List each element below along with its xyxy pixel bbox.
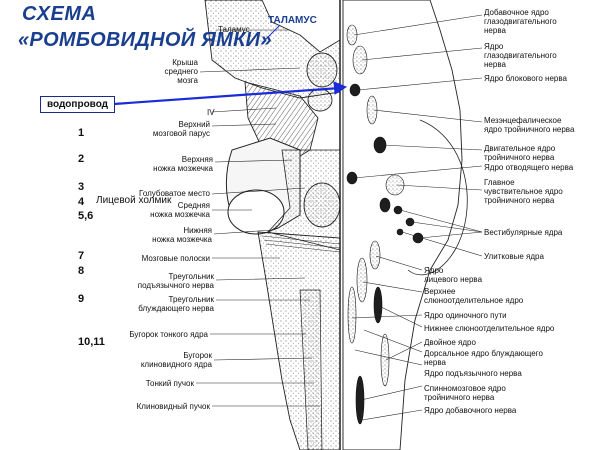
superior-colliculus <box>306 52 338 88</box>
label-solitary: Ядро одиночного пути <box>424 311 507 320</box>
marker-number: 5,6 <box>78 210 94 222</box>
marker-number: 7 <box>78 250 85 262</box>
facial-colliculus-label: Лицевой холмик <box>96 195 172 206</box>
gracile-fasciculus <box>299 289 323 450</box>
left-pointer-lines <box>196 29 320 407</box>
inferior-colliculus <box>307 88 333 112</box>
aqueduct-label-box: водопровод <box>40 96 115 113</box>
label-accessory: Ядро добавочного нерва <box>424 406 517 415</box>
marker-number: 3 <box>78 181 85 193</box>
thalamus-pointer <box>261 24 281 44</box>
label-vestibular: Вестибулярные ядра <box>484 228 563 237</box>
marker-number: 1 <box>78 127 85 139</box>
label-thalamus-inner: Таламус <box>218 25 250 34</box>
title-line-1: СХЕМА <box>22 3 97 25</box>
label-inferior-salivatory: Нижнее слюноотделительное ядро <box>424 324 555 333</box>
striae-medullares <box>261 235 341 253</box>
marker-number: 10,11 <box>78 336 105 348</box>
right-pointer-lines <box>351 14 483 421</box>
right-cerebellar-contour <box>407 119 468 276</box>
label-gracile-tubercle: Бугорок тонкого ядра <box>129 330 208 339</box>
label-locus-coeruleus: Голубоватое место <box>139 189 210 198</box>
label-cochlear: Улитковые ядра <box>484 252 544 261</box>
label-abducens: Ядро отводящего нерва <box>484 163 574 172</box>
aqueduct-arrow <box>113 81 348 106</box>
marker-number: 9 <box>78 293 85 305</box>
nuclei-group <box>346 24 424 425</box>
middle-peduncle-cut <box>227 189 285 235</box>
marker-number: 8 <box>78 265 85 277</box>
label-hypoglossal: Ядро подъязычного нерва <box>424 369 522 378</box>
thalamus-heading: ТАЛАМУС <box>268 15 317 26</box>
label-trochlear: Ядро блокового нерва <box>484 74 567 83</box>
label-cuneate-fasciculus: Клиновидный пучок <box>136 402 210 411</box>
medulla-left <box>257 231 341 450</box>
marker-number: 2 <box>78 153 85 165</box>
label-iv: IV <box>207 108 215 117</box>
marker-number: 4 <box>78 196 85 208</box>
label-striae: Мозговые полоски <box>141 254 210 263</box>
label-ambiguus: Двойное ядро <box>424 338 476 347</box>
label-gracile-fasciculus: Тонкий пучок <box>145 379 194 388</box>
title-line-2: «РОМБОВИДНОЙ ЯМКИ» <box>18 29 272 51</box>
